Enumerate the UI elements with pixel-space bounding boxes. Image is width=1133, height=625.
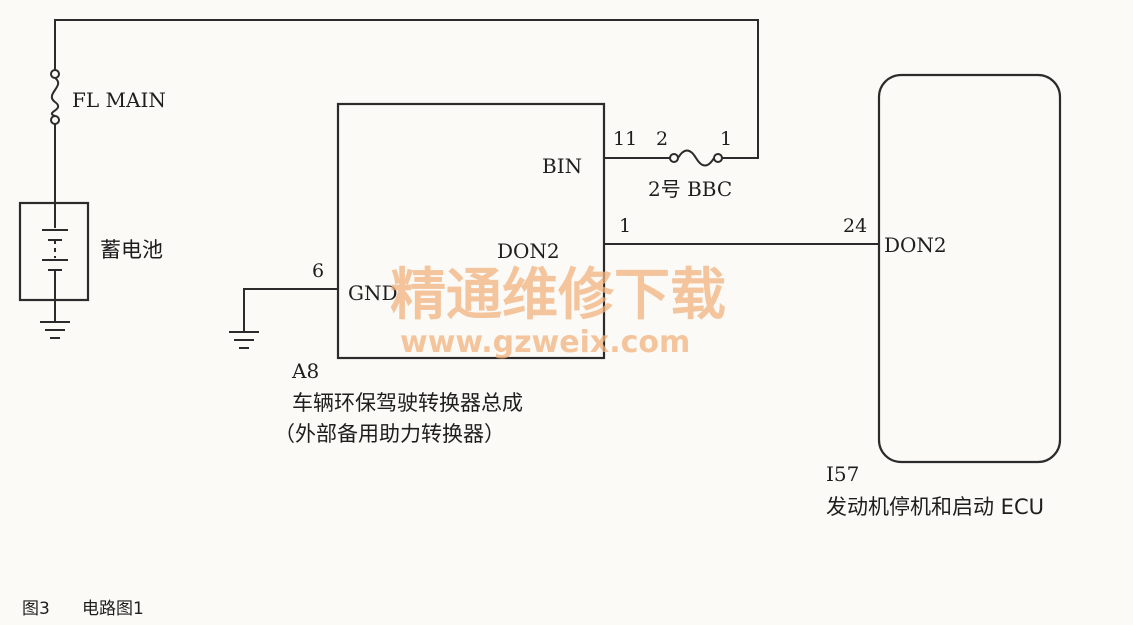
fl-main-fuse bbox=[50, 69, 60, 125]
bbc-pin-left: 2 bbox=[656, 128, 668, 150]
converter-subname: （外部备用助力转换器） bbox=[274, 422, 505, 446]
battery-symbol bbox=[18, 201, 90, 302]
top-supply-wire bbox=[54, 19, 759, 159]
converter-box bbox=[336, 102, 606, 360]
converter-ground-icon bbox=[229, 331, 259, 349]
bbc-pin-right: 1 bbox=[720, 128, 732, 150]
bin-pin-number: 11 bbox=[613, 128, 637, 150]
converter-name: 车辆环保驾驶转换器总成 bbox=[292, 391, 523, 415]
gnd-wire bbox=[243, 288, 338, 332]
ecu-pin-don2: DON2 bbox=[884, 233, 947, 257]
battery-label: 蓄电池 bbox=[100, 238, 163, 262]
ecu-name: 发动机停机和启动 ECU bbox=[826, 495, 1044, 519]
ecu-box bbox=[877, 73, 1062, 464]
don2-pin-number: 1 bbox=[619, 215, 631, 237]
ecu-id: I57 bbox=[826, 462, 859, 486]
bbc-fuse bbox=[669, 149, 723, 167]
gnd-pin-number: 6 bbox=[312, 260, 324, 282]
converter-pin-don2: DON2 bbox=[497, 239, 560, 263]
ecu-pin-number: 24 bbox=[843, 215, 867, 237]
converter-pin-bin: BIN bbox=[542, 154, 582, 178]
figure-title: 电路图1 bbox=[82, 599, 144, 619]
figure-number: 图3 bbox=[22, 599, 50, 619]
converter-id: A8 bbox=[291, 359, 319, 383]
watermark-url: www.gzweix.com bbox=[400, 325, 690, 360]
fl-main-label: FL MAIN bbox=[72, 88, 166, 112]
watermark-title: 精通维修下载 bbox=[390, 263, 726, 328]
converter-pin-gnd: GND bbox=[348, 281, 398, 305]
bbc-fuse-label: 2号 BBC bbox=[648, 177, 732, 201]
battery-ground-icon bbox=[40, 300, 70, 339]
